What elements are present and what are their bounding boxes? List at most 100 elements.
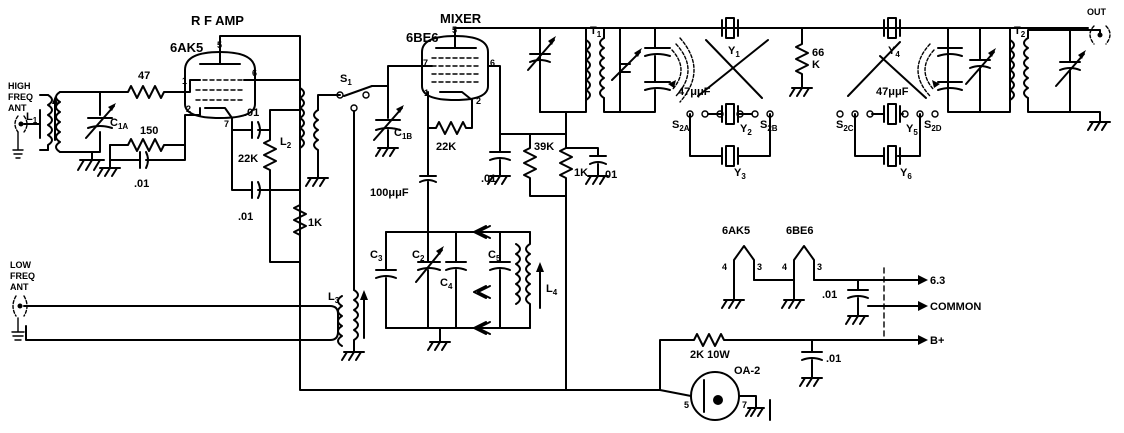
label-C01g: .01 (826, 353, 841, 365)
coil-L2-secondary (313, 109, 319, 171)
label-heater-6be6: 6BE6 (786, 225, 814, 237)
label-L2: L2 (280, 136, 292, 150)
crystal-Y6: Y6 (881, 145, 912, 181)
pin-mx2: 2 (476, 96, 481, 106)
pin-rf7: 7 (224, 119, 229, 129)
label-R22Ka: 22K (238, 153, 258, 165)
capacitor-C1B: C1B (373, 85, 412, 157)
ground-c1a (77, 151, 105, 171)
label-Y1: Y1 (728, 45, 740, 59)
label-out: OUT (1087, 7, 1107, 17)
label-S2D: S2D (924, 119, 942, 133)
label-C2: C2 (412, 249, 425, 263)
label-T2: T2 (1014, 25, 1026, 39)
resistor-22K-mixer (427, 91, 473, 135)
bottom-bus (299, 261, 661, 391)
label-6v3: 6.3 (930, 275, 945, 287)
mixer-title: MIXER (440, 11, 482, 26)
label-L4: L4 (546, 283, 558, 297)
low-freq-antenna: LOW FREQ ANT (10, 260, 339, 341)
label-R66K-1: 66 (812, 47, 824, 59)
mixer-tube-label: 6BE6 (406, 30, 439, 45)
transformer-T2: T2 (1009, 25, 1111, 131)
caps-s2a: 47μμF (619, 27, 711, 113)
label-C47a: 47μμF (678, 86, 711, 98)
label-L1: L1 (26, 111, 38, 125)
heater-supply: 6AK5 6BE6 4 3 4 3 6.3 .01 COMMON (721, 225, 981, 341)
resistor-150: 150 .01 (97, 107, 201, 190)
high-freq-antenna: HIGH FREQ ANT (8, 81, 41, 159)
label-C4: C4 (440, 277, 453, 291)
pin-oa7: 7 (742, 400, 747, 410)
label-R150: 150 (140, 125, 158, 137)
label-bplus: B+ (930, 335, 944, 347)
label-Y6: Y6 (900, 167, 912, 181)
pin-h3b: 3 (817, 262, 822, 272)
label-R1Kb: 1K (574, 167, 588, 179)
label-C01a: .01 (134, 178, 149, 190)
label-C1B: C1B (394, 127, 412, 141)
pin-mx6: 6 (490, 58, 495, 68)
bplus-supply: B+ 2K 10W .01 OA-2 5 7 (659, 333, 944, 421)
label-C01d: .01 (481, 173, 496, 185)
switch-S2A-S2B: S2A S2B (672, 39, 778, 157)
label-OA2: OA-2 (734, 365, 760, 377)
label-S2C: S2C (836, 119, 854, 133)
switch-S2C-S2D: S2C S2D (836, 41, 942, 157)
coil-L2: L2 (280, 79, 305, 191)
pin-h4b: 4 (782, 262, 787, 272)
label-R22Kb: 22K (436, 141, 456, 153)
high-ant-line3: ANT (8, 103, 27, 113)
oscillator-tank: C3 C2 C4 C5 L4 (370, 225, 558, 351)
label-C100: 100μμF (370, 187, 409, 199)
label-R47: 47 (138, 70, 150, 82)
label-S2B: S2B (760, 119, 778, 133)
caps-s2c: 47μμF (876, 27, 1011, 113)
label-R39K: 39K (534, 141, 554, 153)
label-Y3: Y3 (734, 167, 746, 181)
label-common: COMMON (930, 301, 981, 313)
label-heater-6ak5: 6AK5 (722, 225, 750, 237)
label-Y5: Y5 (906, 123, 918, 137)
resistor-66K (789, 27, 813, 97)
rf-cathode-net (231, 109, 301, 131)
label-R1Ka: 1K (308, 217, 322, 229)
pin-mx7: 7 (423, 58, 428, 68)
low-ant-line3: ANT (10, 282, 29, 292)
label-S1: S1 (340, 73, 352, 87)
low-ant-line2: FREQ (10, 271, 35, 281)
crystal-Y4: Y4 (861, 17, 949, 59)
label-C47b: 47μμF (876, 86, 909, 98)
out-connector: OUT (1087, 7, 1111, 45)
label-S2A: S2A (672, 119, 690, 133)
label-L3: L3 (328, 291, 340, 305)
high-ant-line1: HIGH (8, 81, 31, 91)
coil-L1: L1 (26, 91, 61, 153)
label-C01b: .01 (244, 107, 259, 119)
rf-amp-title: R F AMP (191, 13, 244, 28)
crystal-Y3: Y3 (719, 145, 746, 181)
resistor-47: 47 (99, 70, 201, 99)
tube-6BE6: 5 7 6 1 2 (421, 25, 495, 106)
label-C01c: .01 (238, 211, 253, 223)
pin-h3a: 3 (757, 262, 762, 272)
crystal-Y1: Y1 (699, 17, 763, 59)
label-C01e: .01 (602, 169, 617, 181)
low-ant-line1: LOW (10, 260, 31, 270)
label-C5: C5 (488, 249, 501, 263)
transformer-T1: T1 (527, 25, 605, 121)
switch-S1: S1 (317, 65, 421, 291)
pin-oa5: 5 (684, 400, 689, 410)
label-Y4: Y4 (888, 45, 900, 59)
t1-secondary (603, 27, 621, 113)
pin-mx1: 1 (424, 88, 429, 98)
crystal-Y2: Y2 (707, 103, 753, 137)
rf-tube-label: 6AK5 (170, 40, 203, 55)
pin-rf1: 1 (182, 76, 187, 86)
label-Y2: Y2 (740, 123, 752, 137)
pin-h4a: 4 (722, 262, 727, 272)
label-C3: C3 (370, 249, 383, 263)
coil-L3: L3 (328, 289, 368, 361)
label-R66K-2: K (812, 59, 820, 71)
